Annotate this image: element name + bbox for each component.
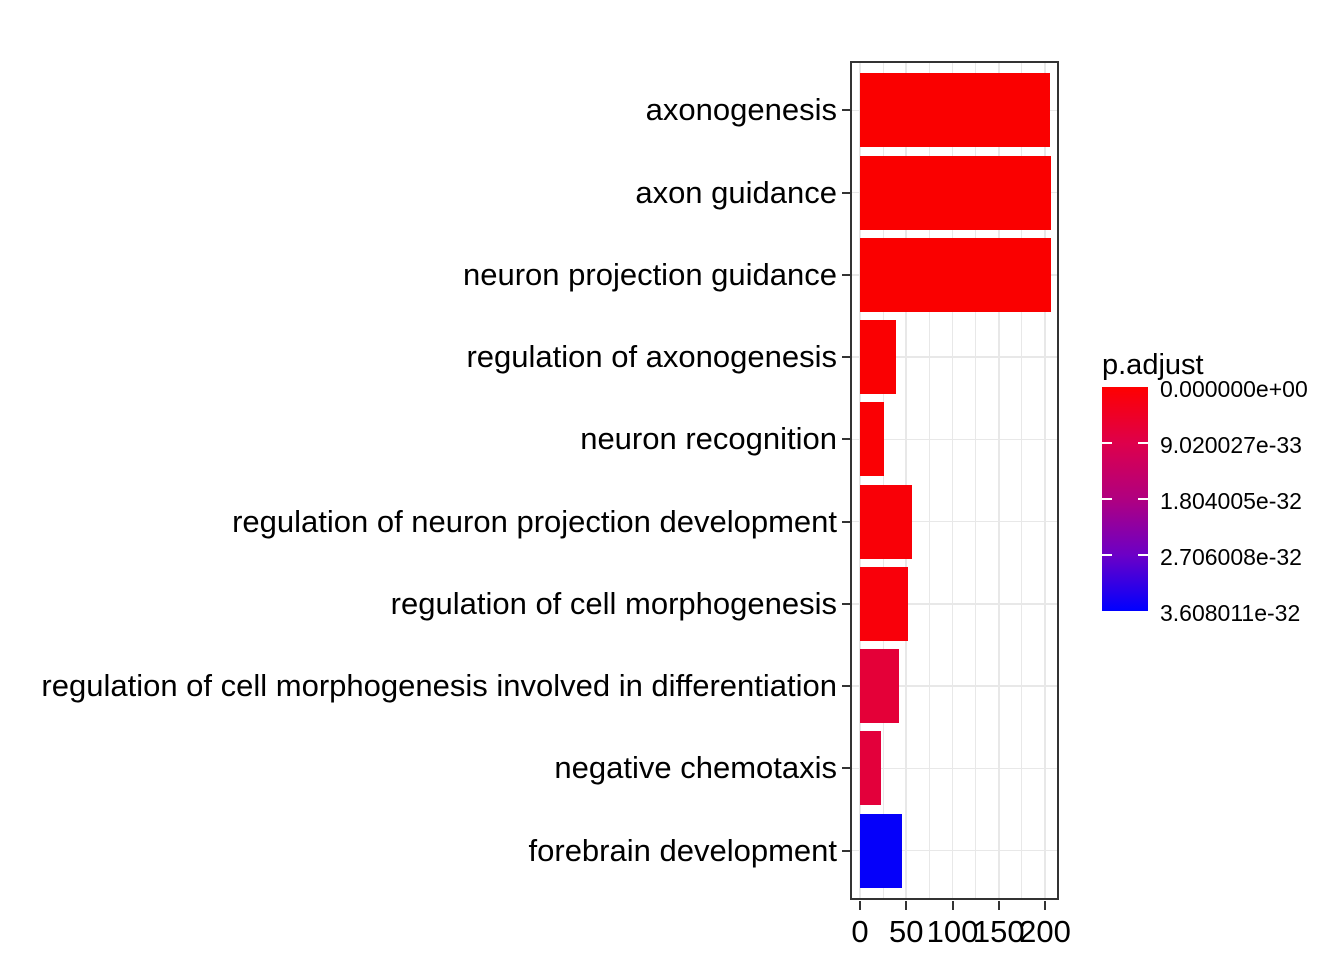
bar	[860, 73, 1050, 148]
gridline-major-y	[850, 356, 1059, 358]
x-axis-tick	[905, 901, 908, 910]
y-axis-tick	[842, 685, 850, 688]
bar	[860, 731, 882, 806]
x-tick-label: 150	[972, 914, 1025, 949]
y-axis-tick	[842, 356, 850, 359]
legend-tick-label: 2.706008e-32	[1160, 544, 1302, 570]
gridline-major-y	[850, 685, 1059, 687]
y-axis-tick	[842, 109, 850, 112]
category-label: regulation of axonogenesis	[466, 339, 837, 375]
gridline-minor-x	[975, 61, 977, 900]
x-tick-label: 50	[889, 914, 924, 949]
legend-gradient-tick	[1138, 442, 1148, 444]
gridline-major-y	[850, 767, 1059, 770]
x-axis-tick	[859, 901, 861, 910]
category-label: axonogenesis	[645, 92, 837, 128]
category-label: axon guidance	[635, 174, 837, 210]
bar	[860, 155, 1052, 230]
y-axis-tick	[842, 767, 850, 770]
gridline-major-x	[905, 61, 908, 900]
legend-tick-label: 9.020027e-33	[1160, 432, 1302, 458]
gridline-major-x	[997, 61, 1000, 900]
x-tick-label: 100	[926, 914, 979, 949]
legend-tick-label: 0.000000e+00	[1160, 376, 1308, 402]
gridline-major-x	[859, 61, 861, 900]
category-label: neuron recognition	[580, 421, 837, 457]
y-axis-tick	[842, 520, 850, 523]
y-axis-tick	[842, 602, 850, 605]
gridline-major-x	[1044, 61, 1046, 900]
legend-gradient-tick	[1102, 498, 1112, 500]
category-label: forebrain development	[528, 832, 837, 868]
x-tick-label: 200	[1019, 914, 1071, 949]
bar	[860, 237, 1051, 312]
gridline-major-y	[850, 520, 1059, 523]
bar	[860, 484, 912, 559]
category-label: regulation of neuron projection developm…	[232, 503, 837, 539]
bar	[860, 566, 909, 641]
y-axis-tick	[842, 438, 850, 441]
legend-gradient-tick	[1138, 554, 1148, 556]
x-axis-tick	[997, 901, 1000, 910]
legend-title: p.adjust	[1102, 349, 1204, 381]
legend-gradient-tick	[1138, 498, 1148, 500]
gridline-minor-x	[882, 61, 884, 900]
x-tick-label: 0	[851, 914, 869, 949]
gridline-minor-x	[1021, 61, 1023, 900]
category-label: neuron projection guidance	[463, 256, 837, 292]
category-label: negative chemotaxis	[554, 750, 837, 786]
x-axis-tick	[1044, 901, 1046, 910]
y-axis-tick	[842, 849, 850, 852]
legend-gradient-tick	[1102, 442, 1112, 444]
bar	[860, 649, 899, 724]
plot-panel	[850, 61, 1059, 900]
legend-tick-label: 3.608011e-32	[1160, 600, 1301, 626]
gridline-major-y	[850, 603, 1059, 605]
y-axis-tick	[842, 273, 850, 276]
legend-tick-label: 1.804005e-32	[1160, 488, 1302, 514]
bar	[860, 402, 885, 477]
legend-gradient-tick	[1102, 554, 1112, 556]
gridline-minor-x	[928, 61, 930, 900]
category-label: regulation of cell morphogenesis	[390, 585, 837, 621]
x-axis-tick	[951, 901, 954, 910]
gridline-major-y	[850, 849, 1059, 852]
gridline-major-y	[850, 438, 1059, 441]
y-axis-tick	[842, 191, 850, 194]
gridline-major-x	[951, 61, 954, 900]
bar	[860, 813, 902, 888]
bar	[860, 320, 897, 395]
category-label: regulation of cell morphogenesis involve…	[41, 668, 837, 704]
